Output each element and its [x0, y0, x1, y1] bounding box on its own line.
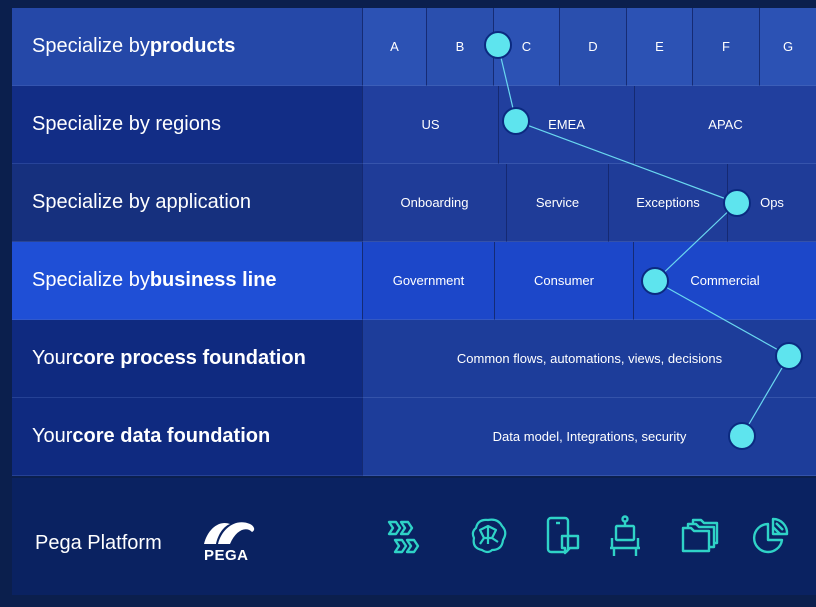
- layer-cell: Common flows, automations, views, decisi…: [362, 320, 816, 398]
- layer-cell: APAC: [634, 86, 816, 164]
- row-label-emphasis: core process foundation: [72, 347, 306, 369]
- robot-desk-icon: [610, 515, 640, 556]
- layer-cell: Consumer: [494, 242, 633, 320]
- layer-cell: D: [559, 8, 626, 86]
- layer-cell: B: [426, 8, 493, 86]
- row-label-prefix: Specialize by: [32, 35, 150, 57]
- row-cells: Data model, Integrations, security: [362, 398, 816, 476]
- pega-logo-text: PEGA: [204, 547, 249, 564]
- row-label: Your core process foundation: [12, 320, 362, 398]
- layer-cell: G: [759, 8, 816, 86]
- layer-cell: US: [362, 86, 498, 164]
- layer-cell: Commercial: [633, 242, 816, 320]
- layer-cell: Data model, Integrations, security: [362, 398, 816, 476]
- layer-cell: Exceptions: [608, 164, 727, 242]
- row-label-prefix: Specialize by regions: [32, 113, 221, 135]
- row-label: Specialize by regions: [12, 86, 362, 164]
- layer-cell: Ops: [727, 164, 816, 242]
- row-label-emphasis: products: [149, 35, 236, 57]
- layer-cell: EMEA: [498, 86, 634, 164]
- row-label: Specialize by business line: [12, 242, 362, 320]
- layer-cell: Government: [362, 242, 494, 320]
- brain-network-icon: [471, 518, 507, 554]
- layer-cell: A: [362, 8, 426, 86]
- layer-cell: Onboarding: [362, 164, 506, 242]
- folders-icon: [681, 518, 719, 553]
- flow-blocks-icon: [387, 520, 420, 554]
- layer-cell: C: [493, 8, 559, 86]
- layer-cell: F: [692, 8, 759, 86]
- layer-cell: Service: [506, 164, 608, 242]
- platform-label: Pega Platform: [35, 532, 162, 554]
- row-label: Your core data foundation: [12, 398, 362, 476]
- pie-chart-icon: [752, 517, 789, 554]
- row-label-prefix: Specialize by application: [32, 191, 252, 213]
- row-label: Specialize by application: [12, 164, 362, 242]
- row-cells: Common flows, automations, views, decisi…: [362, 320, 816, 398]
- pega-logo-icon: [204, 522, 255, 544]
- row-label-emphasis: business line: [149, 269, 277, 291]
- row-label-prefix: Your: [32, 347, 73, 369]
- row-label: Specialize by products: [12, 8, 362, 86]
- row-label-emphasis: core data foundation: [72, 425, 271, 447]
- layer-cell: E: [626, 8, 692, 86]
- row-label-prefix: Your: [32, 425, 73, 447]
- mobile-chat-icon: [546, 516, 580, 555]
- row-label-prefix: Specialize by: [32, 269, 150, 291]
